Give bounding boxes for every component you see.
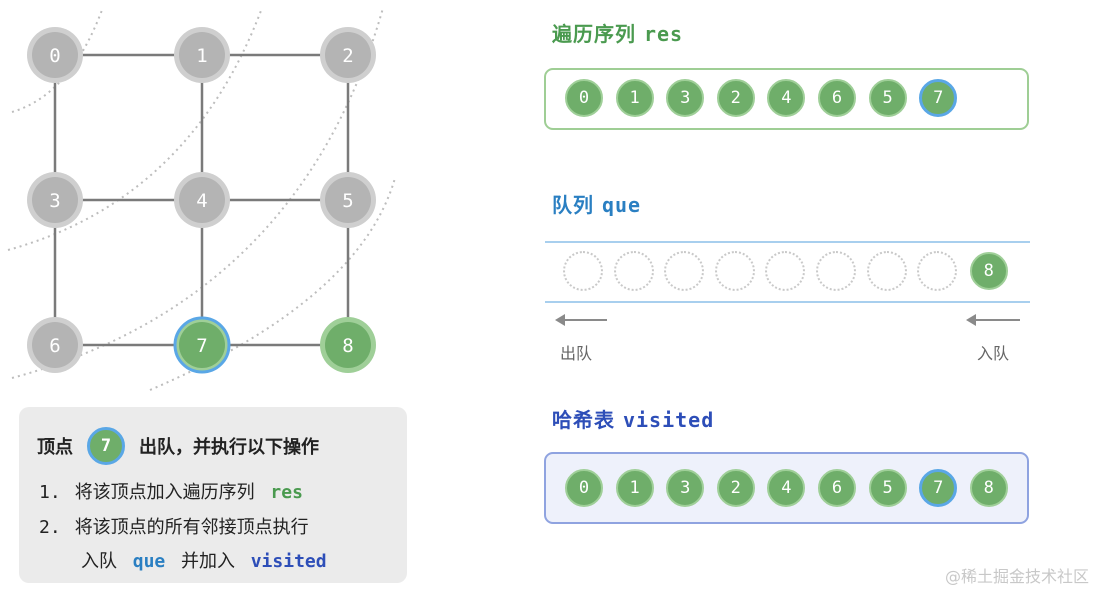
current-vertex-badge: 7 xyxy=(87,427,125,465)
vertex-label: 6 xyxy=(49,335,60,357)
res-item: 3 xyxy=(666,79,705,117)
step-1: 1.将该顶点加入遍历序列 res xyxy=(39,482,303,503)
queue-empty-slot xyxy=(613,251,654,291)
step-heading-post: 出队，并执行以下操作 xyxy=(139,437,319,458)
dequeue-arrow-icon xyxy=(555,314,607,326)
queue-empty-slot xyxy=(714,251,755,291)
step-2-continued: 入队 que 并加入 visited xyxy=(81,551,327,572)
vertex-label: 1 xyxy=(196,45,207,67)
visited-item: 6 xyxy=(818,469,856,507)
visited-item: 2 xyxy=(716,469,755,507)
visited-item: 7 xyxy=(919,469,958,507)
vertex-6: 6 xyxy=(27,317,83,373)
queue-empty-slot xyxy=(765,251,806,291)
wave-arc-3 xyxy=(11,7,384,379)
res-item: 5 xyxy=(868,79,907,117)
enqueue-label: 入队 xyxy=(977,344,1010,363)
vertex-5: 5 xyxy=(320,172,376,228)
vertex-4: 4 xyxy=(174,172,230,228)
visited-item: 5 xyxy=(868,469,907,507)
queue-item: 8 xyxy=(969,252,1008,290)
graph-diagram: 0 1 2 3 4 5 6 7 8 xyxy=(7,7,396,391)
visited-item: 1 xyxy=(615,469,654,507)
step-heading-pre: 顶点 xyxy=(37,437,73,458)
vertex-2: 2 xyxy=(320,27,376,83)
res-item: 4 xyxy=(767,79,806,117)
visited-item: 3 xyxy=(666,469,705,507)
visited-item: 8 xyxy=(969,469,1008,507)
step-2: 2.将该顶点的所有邻接顶点执行 xyxy=(39,517,309,538)
queue-empty-slot xyxy=(563,251,603,291)
vertex-8: 8 xyxy=(320,317,376,373)
vertex-label: 2 xyxy=(342,45,353,67)
queue-bottom-line xyxy=(545,301,1030,303)
vertex-7: 7 xyxy=(173,316,231,374)
res-title: 遍历序列 res xyxy=(552,22,684,46)
vertex-3: 3 xyxy=(27,172,83,228)
res-item: 2 xyxy=(716,79,755,117)
queue-empty-slot xyxy=(816,251,856,291)
vertex-label: 4 xyxy=(196,190,207,212)
res-item: 6 xyxy=(818,79,856,117)
vertex-label: 3 xyxy=(49,190,60,212)
vertex-label: 8 xyxy=(342,335,353,357)
vertex-label: 5 xyxy=(342,190,353,212)
step-description-box: 顶点 7 出队，并执行以下操作 1.将该顶点加入遍历序列 res 2.将该顶点的… xyxy=(19,407,407,583)
wave-arc-1 xyxy=(11,9,103,113)
watermark: @稀土掘金技术社区 xyxy=(944,567,1089,586)
vertex-label: 0 xyxy=(49,45,60,67)
vertex-1: 1 xyxy=(174,27,230,83)
wave-arc-4 xyxy=(149,177,396,391)
res-item: 1 xyxy=(615,79,654,117)
enqueue-arrow-icon xyxy=(966,314,1020,326)
dequeue-label: 出队 xyxy=(560,344,593,363)
queue-empty-slot xyxy=(917,251,958,291)
vertex-0: 0 xyxy=(27,27,83,83)
res-item: 7 xyxy=(919,79,958,117)
res-item: 0 xyxy=(565,79,603,117)
visited-item: 4 xyxy=(767,469,806,507)
queue-empty-slot xyxy=(866,251,907,291)
vertex-label: 7 xyxy=(196,335,207,357)
visited-item: 0 xyxy=(565,469,603,507)
step-heading: 顶点 7 出队，并执行以下操作 xyxy=(37,427,319,465)
visited-title: 哈希表 visited xyxy=(552,408,715,432)
queue-empty-slot xyxy=(664,251,705,291)
queue-title: 队列 que xyxy=(552,193,642,217)
queue-top-line xyxy=(545,241,1030,243)
